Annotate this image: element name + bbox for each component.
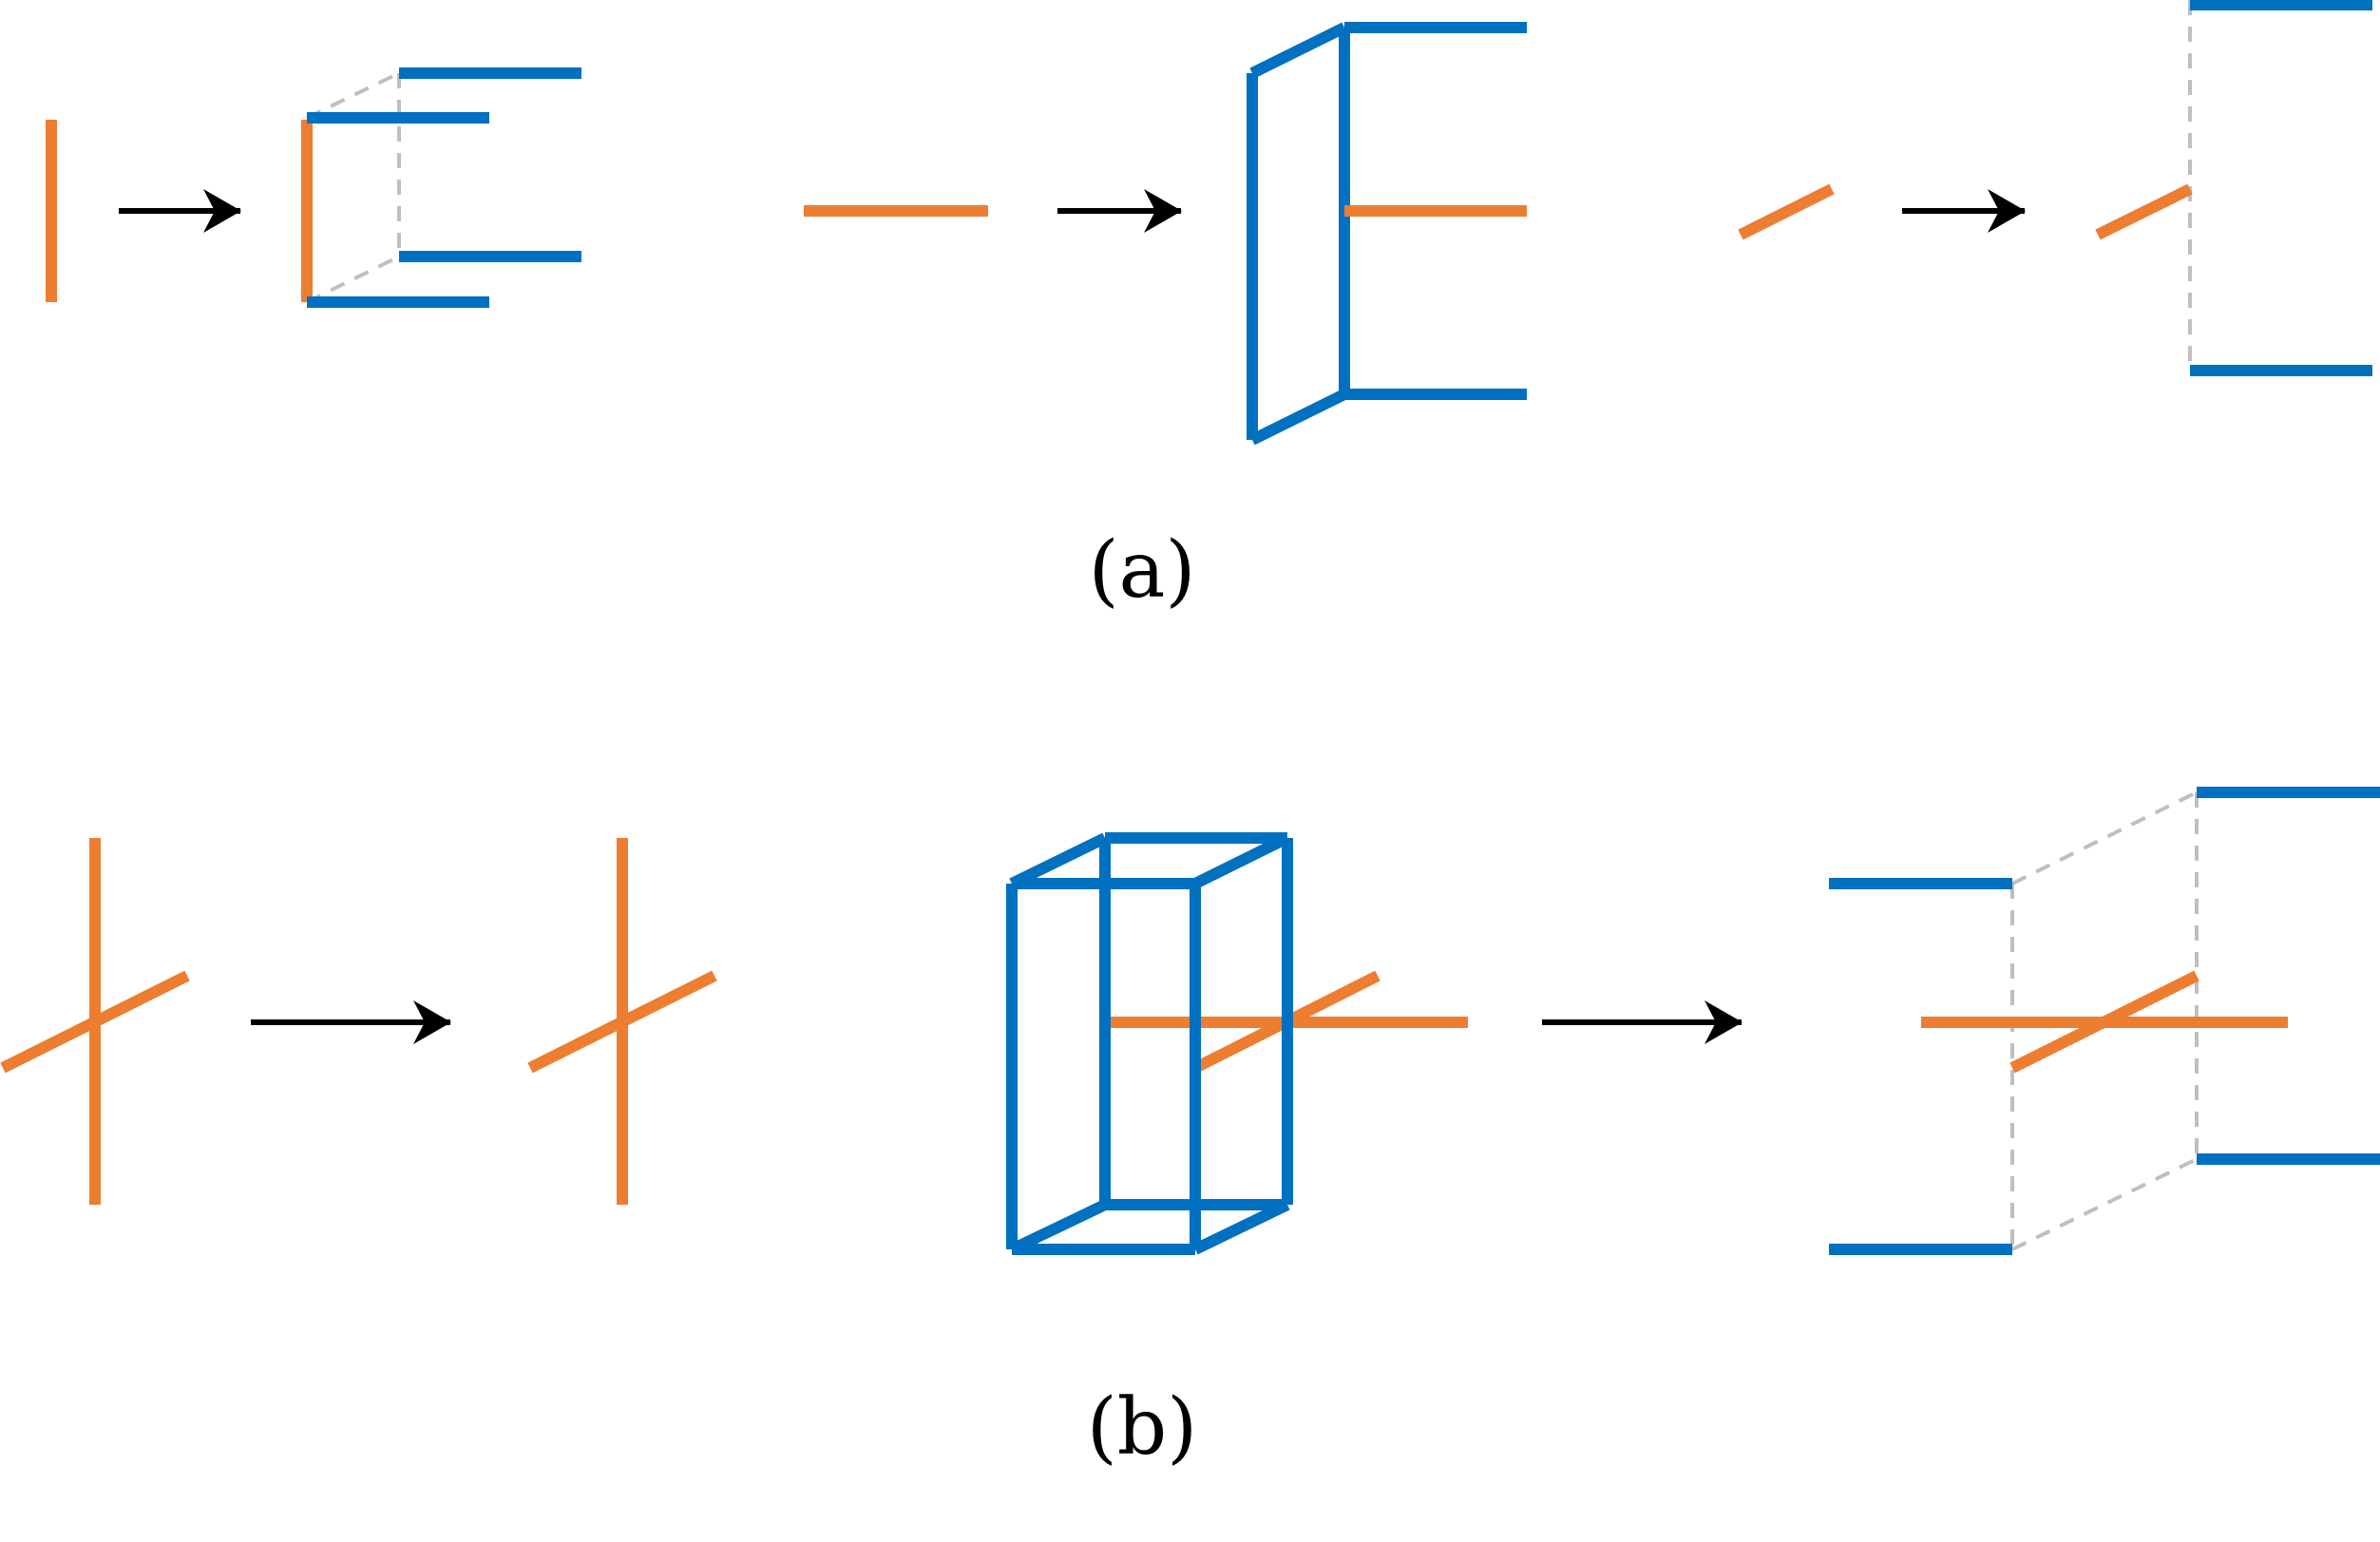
caption-b: (b) [1087, 1382, 1197, 1473]
orange-edge [0, 970, 190, 1074]
blue-edge [1249, 389, 1347, 446]
dashed-edge [306, 255, 400, 304]
orange-edge [2095, 183, 2193, 240]
dashed-edge [2011, 1157, 2198, 1251]
blue-edge [1192, 1199, 1290, 1255]
orange-edge [527, 970, 717, 1074]
orange-edge [1738, 183, 1835, 240]
blue-edge [1009, 832, 1108, 889]
dashed-edge [306, 71, 400, 120]
orange-edge [2009, 970, 2199, 1074]
blue-edge [1192, 832, 1290, 889]
blue-edge [1009, 1199, 1108, 1255]
blue-edge [1249, 22, 1347, 79]
caption-a: (a) [1089, 525, 1196, 616]
dashed-edge [2011, 790, 2198, 885]
